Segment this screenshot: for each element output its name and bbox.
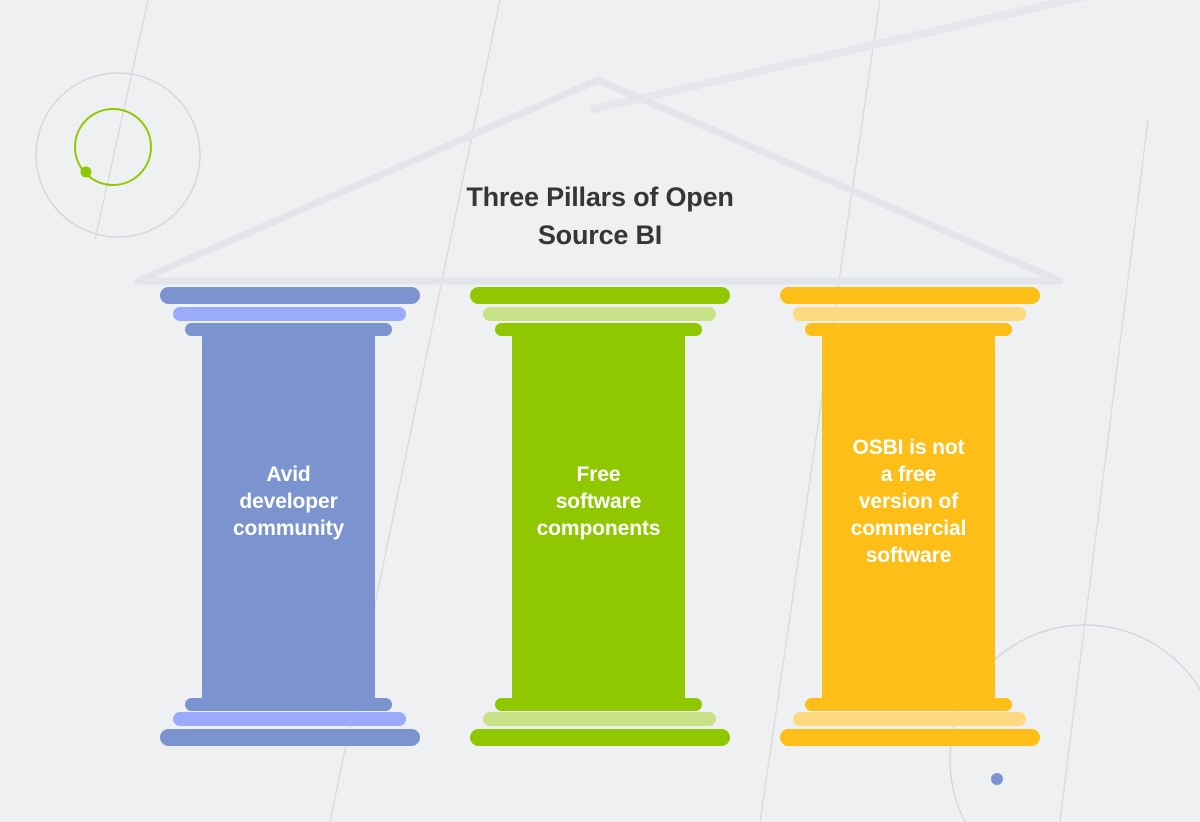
pillar-3-shaft [822, 330, 995, 704]
pillar-1-base-bar-inner [185, 698, 392, 711]
pillar-1-shaft [202, 330, 375, 704]
pillar-3-capital-bar-middle [793, 307, 1026, 321]
pillar-3-label-line-5: software [865, 544, 952, 567]
pillar-2-capital-bar-middle [483, 307, 716, 321]
pillar-2-base-bar-middle [483, 712, 716, 726]
diagonal-band [589, 0, 1088, 114]
pillar-1-label: Avid developer community [192, 461, 385, 542]
pillar-2-shaft [512, 330, 685, 704]
pillar-1-capital-bar-outer [160, 287, 420, 304]
pillar-free-software-components[interactable]: Free software components [450, 0, 750, 822]
pillar-3-label: OSBI is not a free version of commercial… [812, 434, 1005, 569]
pillar-1-base-bar-outer [160, 729, 420, 746]
pillar-2-capital-bar-outer [470, 287, 730, 304]
pillar-2-label-line-2: software [555, 490, 642, 513]
diagonal-line-3 [759, 0, 881, 822]
pillar-2-label-line-3: components [536, 517, 661, 540]
pillar-avid-developer-community[interactable]: Avid developer community [140, 0, 440, 822]
diagonal-line-1 [94, 0, 149, 241]
pillar-1-base-bar-middle [173, 712, 406, 726]
pillar-3-base-bar-middle [793, 712, 1026, 726]
pillar-osbi-not-free-version[interactable]: OSBI is not a free version of commercial… [760, 0, 1060, 822]
pillar-3-base-bar-outer [780, 729, 1040, 746]
pillar-3-label-line-4: commercial [850, 517, 967, 540]
pillar-3-label-line-1: OSBI is not [852, 436, 965, 459]
page-title: Three Pillars of Open Source BI [400, 178, 800, 254]
pillar-3-label-line-3: version of [858, 490, 959, 513]
diagonal-line-4 [1059, 119, 1149, 822]
pillar-1-label-line-3: community [232, 517, 345, 540]
pillar-2-base-bar-outer [470, 729, 730, 746]
green-dot [80, 166, 92, 178]
blue-dot [991, 773, 1003, 785]
pillar-1-capital-bar-middle [173, 307, 406, 321]
pillar-2-base-bar-inner [495, 698, 702, 711]
pillar-1-label-line-1: Avid [266, 463, 311, 486]
roof-triangle [134, 76, 1064, 285]
green-circle-top-left [74, 108, 152, 186]
pillar-1-label-line-2: developer [239, 490, 338, 513]
pillar-3-capital-bar-outer [780, 287, 1040, 304]
page-title-line-2: Source BI [537, 220, 663, 250]
pillar-2-label: Free software components [502, 461, 695, 542]
gray-arc-bottom-right [949, 624, 1200, 822]
pillar-2-label-line-1: Free [576, 463, 621, 486]
page-title-line-1: Three Pillars of Open [466, 182, 734, 212]
pillar-3-base-bar-inner [805, 698, 1012, 711]
gray-arc-top-left [35, 72, 201, 238]
pillar-3-label-line-2: a free [880, 463, 937, 486]
